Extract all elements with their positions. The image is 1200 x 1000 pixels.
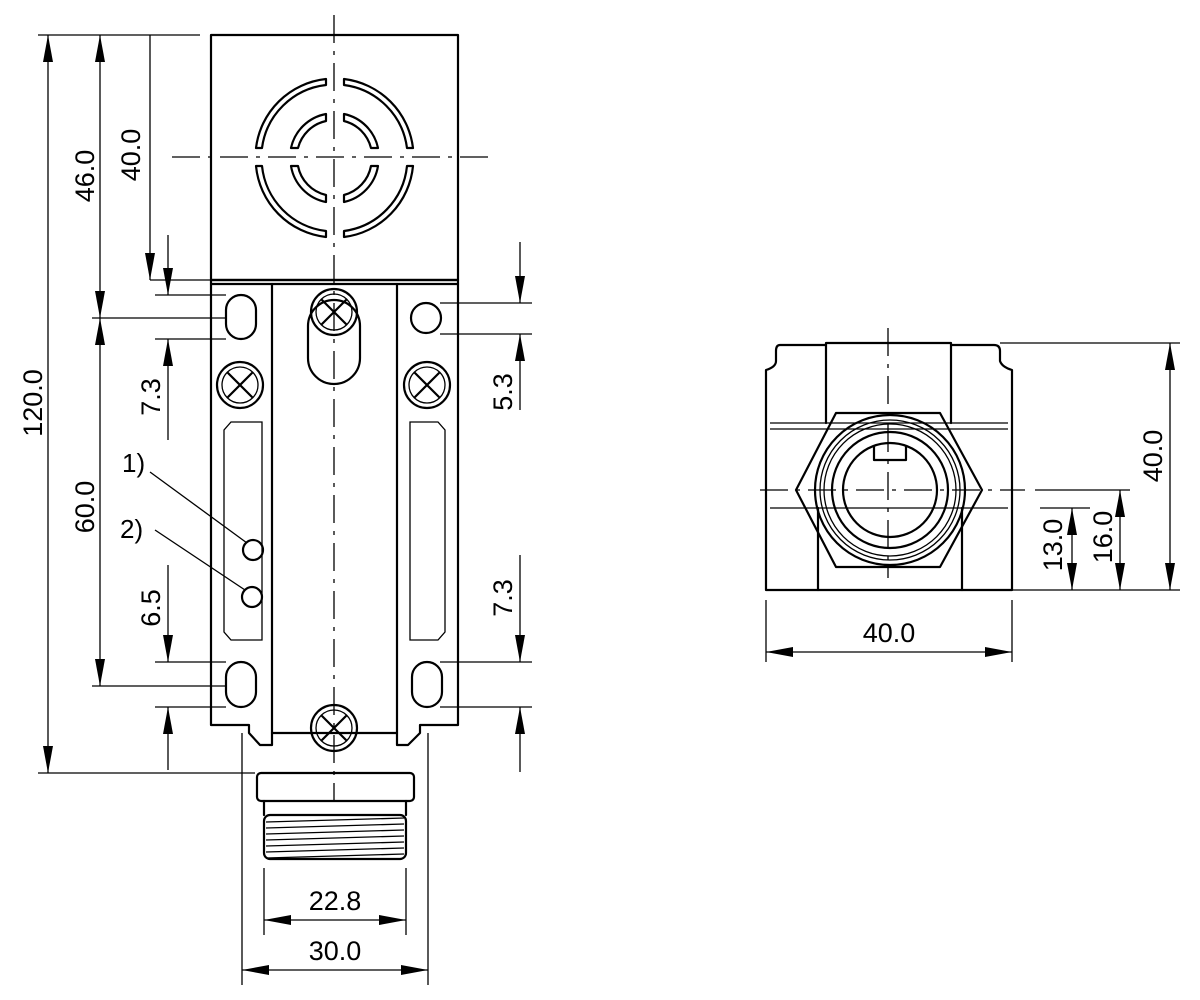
label-top-left-hole: 7.3 (136, 378, 166, 416)
mounting-hole-top-left (224, 293, 258, 341)
sensing-face-symbol (254, 77, 415, 239)
label-bottom-left-hole: 6.5 (136, 589, 166, 627)
screw-left (215, 360, 265, 410)
connector (255, 771, 416, 861)
label-end-axis-high: 16.0 (1088, 511, 1118, 564)
keyway (872, 444, 908, 462)
screw-right (402, 360, 452, 410)
mounting-hole-bottom-right (410, 660, 444, 709)
label-end-width: 40.0 (863, 618, 916, 648)
label-head-center: 40.0 (116, 129, 146, 182)
label-end-axis-low: 13.0 (1038, 519, 1068, 572)
label-body-width: 30.0 (309, 936, 362, 966)
label-head-height: 46.0 (70, 150, 100, 203)
front-view: 120.0 46.0 40.0 60.0 7.3 6.5 5.3 7.3 22.… (18, 15, 532, 985)
label-top-right-hole: 5.3 (488, 373, 518, 411)
end-view: 40.0 16.0 13.0 40.0 (760, 328, 1180, 662)
note-2-label: 2) (120, 514, 143, 544)
label-total-length: 120.0 (18, 369, 48, 437)
label-end-height: 40.0 (1138, 430, 1168, 483)
right-recess (409, 421, 446, 641)
led-2 (240, 585, 264, 609)
mounting-hole-top-right (409, 301, 443, 335)
mounting-hole-bottom-left (224, 660, 258, 709)
label-hole-spacing: 60.0 (70, 481, 100, 534)
note-1-label: 1) (122, 448, 145, 478)
label-bottom-right-hole: 7.3 (488, 579, 518, 617)
led-1 (241, 538, 265, 562)
left-recess (223, 421, 263, 641)
end-view-outline (764, 341, 1014, 592)
center-slot (306, 298, 362, 386)
label-connector-width: 22.8 (309, 886, 362, 916)
